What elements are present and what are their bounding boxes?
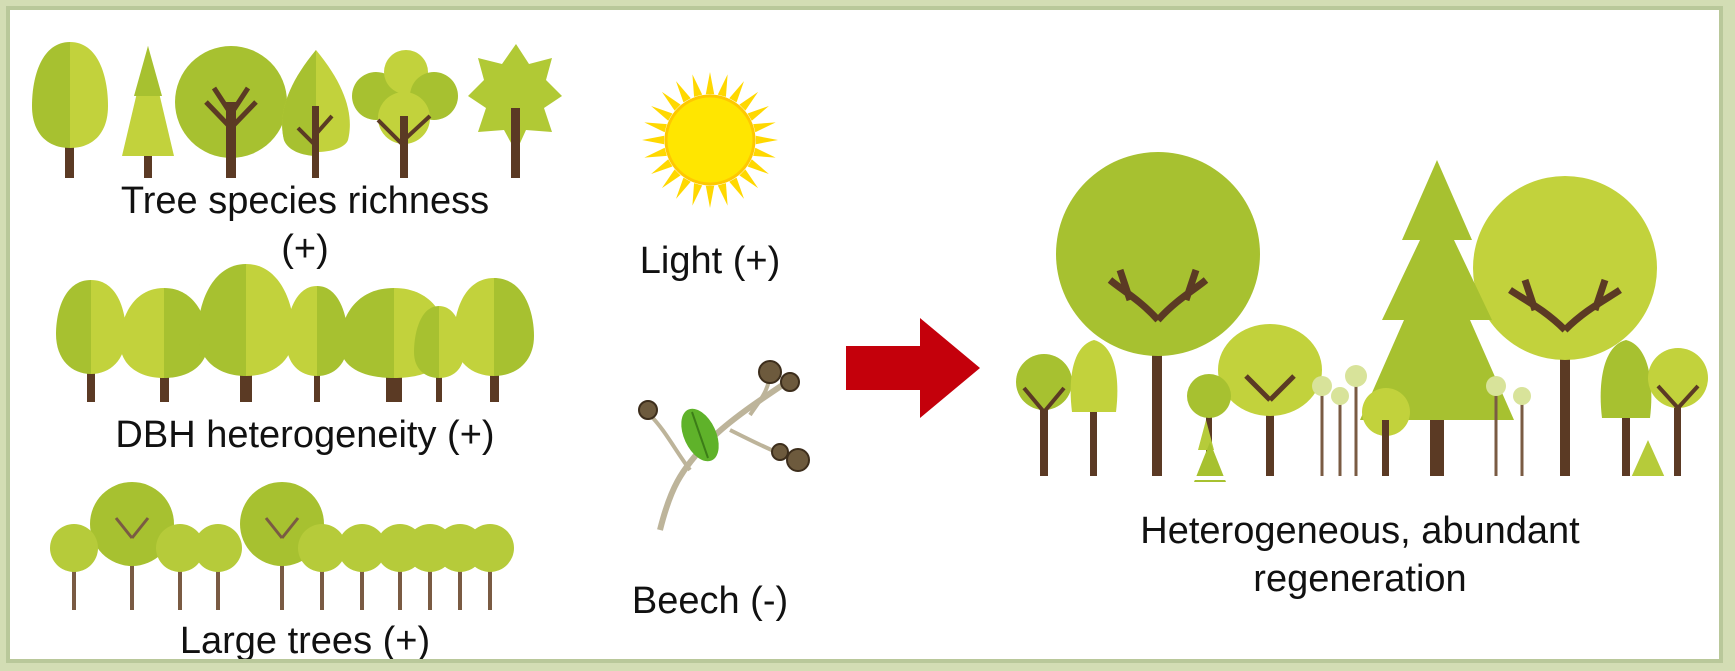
light-label: Light (+): [600, 240, 820, 283]
dbh-heterogeneity-label: DBH heterogeneity (+): [40, 414, 570, 457]
large-trees-icon: [50, 478, 550, 618]
species-richness-label-line1: Tree species richness: [40, 180, 570, 223]
large-trees-label: Large trees (+): [40, 620, 570, 663]
beech-label: Beech (-): [600, 580, 820, 623]
sun-icon: [640, 70, 780, 210]
outcome-label-line1: Heterogeneous, abundant: [1040, 510, 1680, 553]
outcome-label-line2: regeneration: [1040, 558, 1680, 601]
diagram-frame: Tree species richness (+) DBH heterogene…: [6, 6, 1723, 663]
tree-species-icon: [26, 36, 566, 182]
arrow-right-icon: [846, 318, 980, 418]
forest-regeneration-icon: [1010, 150, 1722, 490]
beech-branch-icon: [620, 360, 820, 540]
dbh-trees-icon: [54, 262, 554, 406]
